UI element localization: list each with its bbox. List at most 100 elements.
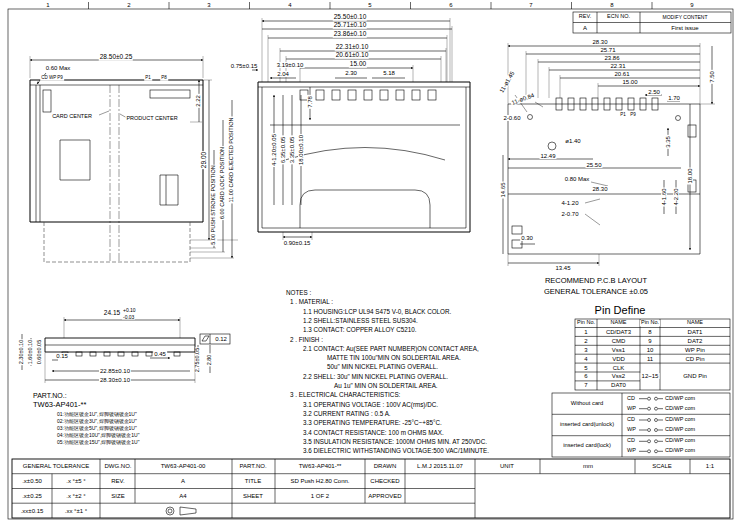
dimension-text: 6.00 CARD LOCK POSITION <box>220 146 226 220</box>
dimension-text: 29.00 <box>201 151 208 169</box>
zone-number: 5 <box>367 2 372 8</box>
note-text: 1.2 SHELL:STAINLESS STEEL SUS304. <box>302 318 419 324</box>
part-label: TW63-AP401-** <box>32 401 87 409</box>
drawing-lines <box>332 90 340 100</box>
drawing-lines <box>364 90 372 100</box>
table-cell: DAT0 <box>610 382 627 388</box>
table-cell: WP <box>626 449 637 455</box>
table-cell: DRAWN <box>373 463 397 469</box>
table-cell: A4 <box>178 493 187 499</box>
dimension-text: 7.50 <box>709 70 715 84</box>
drawing-frame <box>8 2 733 519</box>
table-cell: .x °±5 ° <box>65 478 86 484</box>
table-cell: NAME <box>686 321 704 327</box>
drawing-lines <box>348 90 356 100</box>
table-cell: CD/WP com <box>664 396 696 402</box>
note-text: 1 . MATERIAL : <box>289 299 334 305</box>
drawing-lines <box>12 459 730 518</box>
note-text: 2 . FINISH : <box>289 336 324 342</box>
part-label: RECOMMEND P.C.B LAYOUT <box>544 277 648 285</box>
table-cell: PART.NO. <box>238 463 267 469</box>
drawing-lines <box>89 2 653 9</box>
drawing-lines <box>648 450 651 453</box>
table-cell: WP <box>626 427 637 433</box>
dimension-text: 2.04 <box>276 71 290 77</box>
drawing-lines <box>30 80 203 222</box>
table-cell: Pin No. <box>576 321 596 327</box>
table-cell: 9 <box>647 338 652 344</box>
dimension-text: 1.70 <box>667 95 681 101</box>
dimension-text: 4-1.20 <box>560 200 579 206</box>
dimension-text: 2.80 <box>207 354 213 367</box>
drawing-lines <box>648 429 651 432</box>
drawing-lines <box>174 352 180 356</box>
table-cell: .x °±2 ° <box>65 493 86 499</box>
dimension-text: 4-2.20 <box>673 187 679 206</box>
drawing-lines <box>428 90 436 100</box>
drawing-lines <box>166 507 174 515</box>
table-cell: DWG.NO. <box>104 463 133 469</box>
dimension-text: 25.71 <box>599 47 616 53</box>
table-cell: CD Pin <box>684 356 705 362</box>
drawing-lines <box>655 429 658 432</box>
part-label: Pin Define <box>594 305 647 316</box>
table-cell: CLK <box>612 365 626 371</box>
drawing-lines <box>575 319 730 390</box>
drawing-lines <box>655 407 658 410</box>
dimension-text: 23.86 <box>603 55 620 61</box>
note-text: Au 1u" MIN ON SOLDERTAIL AREA. <box>333 383 439 389</box>
table-cell: ECN NO. <box>606 15 631 21</box>
drawing-lines <box>43 90 51 112</box>
part-label: P9 <box>629 113 637 118</box>
dimension-text: 25.71±0.10 <box>333 22 367 29</box>
dimension-text: 2-0.60 <box>502 115 521 121</box>
table-cell: 1:1 <box>705 463 715 469</box>
dimension-text: 0.45 <box>153 351 167 357</box>
drawing-lines <box>655 397 658 400</box>
dimension-text: 28.50±0.25 <box>99 54 133 61</box>
table-cell: Vss1 <box>611 347 626 353</box>
table-cell: REV. <box>110 478 125 484</box>
dimension-text: +0.10 <box>122 308 137 313</box>
dimension-text: 2-0.70 <box>560 211 579 217</box>
table-cell: CHECKED <box>369 478 400 484</box>
table-cell: Vss2 <box>611 373 626 379</box>
zone-number: 4 <box>287 2 292 8</box>
dimension-text: 11-ø0.84 <box>510 92 536 106</box>
table-cell: mm <box>582 463 594 469</box>
zone-number: 7 <box>528 2 533 8</box>
note-text: 3.6 DIELECTRIC WITHSTANDING VOLTAGE:500 … <box>302 448 490 454</box>
table-cell: 8 <box>647 329 652 335</box>
zone-number: 1 <box>45 2 50 8</box>
dimension-text: ø1.40 <box>564 138 581 144</box>
dimension-text: 4-1.20±0.05 <box>271 133 277 167</box>
dimension-text: 22.85±0.10 <box>99 368 131 374</box>
drawing-lines <box>585 182 608 225</box>
dimension-text: 13.45 <box>554 265 571 271</box>
table-cell: inserted card(lock) <box>562 443 612 449</box>
note-text: 3.2 CURRENT RATING : 0.5 A. <box>302 411 392 417</box>
note-text: 50u" MIN NICKEL PLATING OVERALL. <box>326 364 439 370</box>
drawing-lines <box>30 85 203 222</box>
note-text: 3.3 OPERATING TEMPERATURE: -25°C~+85°C. <box>302 420 443 426</box>
note-text: 3.1 OPERATING VOLTAGE : 100V AC(rms)/DC. <box>302 401 439 407</box>
drawing-lines <box>110 85 119 262</box>
drawing-lines <box>180 507 196 515</box>
table-cell: VDD <box>611 356 626 362</box>
dimension-text: 2.75±0.05 <box>195 347 201 373</box>
drawing-lines <box>22 334 210 380</box>
table-cell: REV. <box>578 15 592 21</box>
drawing-lines <box>396 90 404 100</box>
dimension-text: 2.22 <box>195 94 201 108</box>
table-cell: CD/WP com <box>664 439 696 445</box>
table-cell: SCALE <box>651 463 673 469</box>
dimension-text: 0.75±0.15 <box>230 63 259 69</box>
drawing-lines <box>655 440 658 443</box>
part-label: CD WP P9 <box>40 76 64 81</box>
drawing-lines <box>200 334 230 344</box>
table-cell: inserted card(unlock) <box>559 422 615 428</box>
drawing-lines <box>258 82 470 232</box>
dimension-text: 3.35 <box>665 135 671 149</box>
revision-table <box>573 12 731 33</box>
drawing-lines <box>44 222 190 262</box>
